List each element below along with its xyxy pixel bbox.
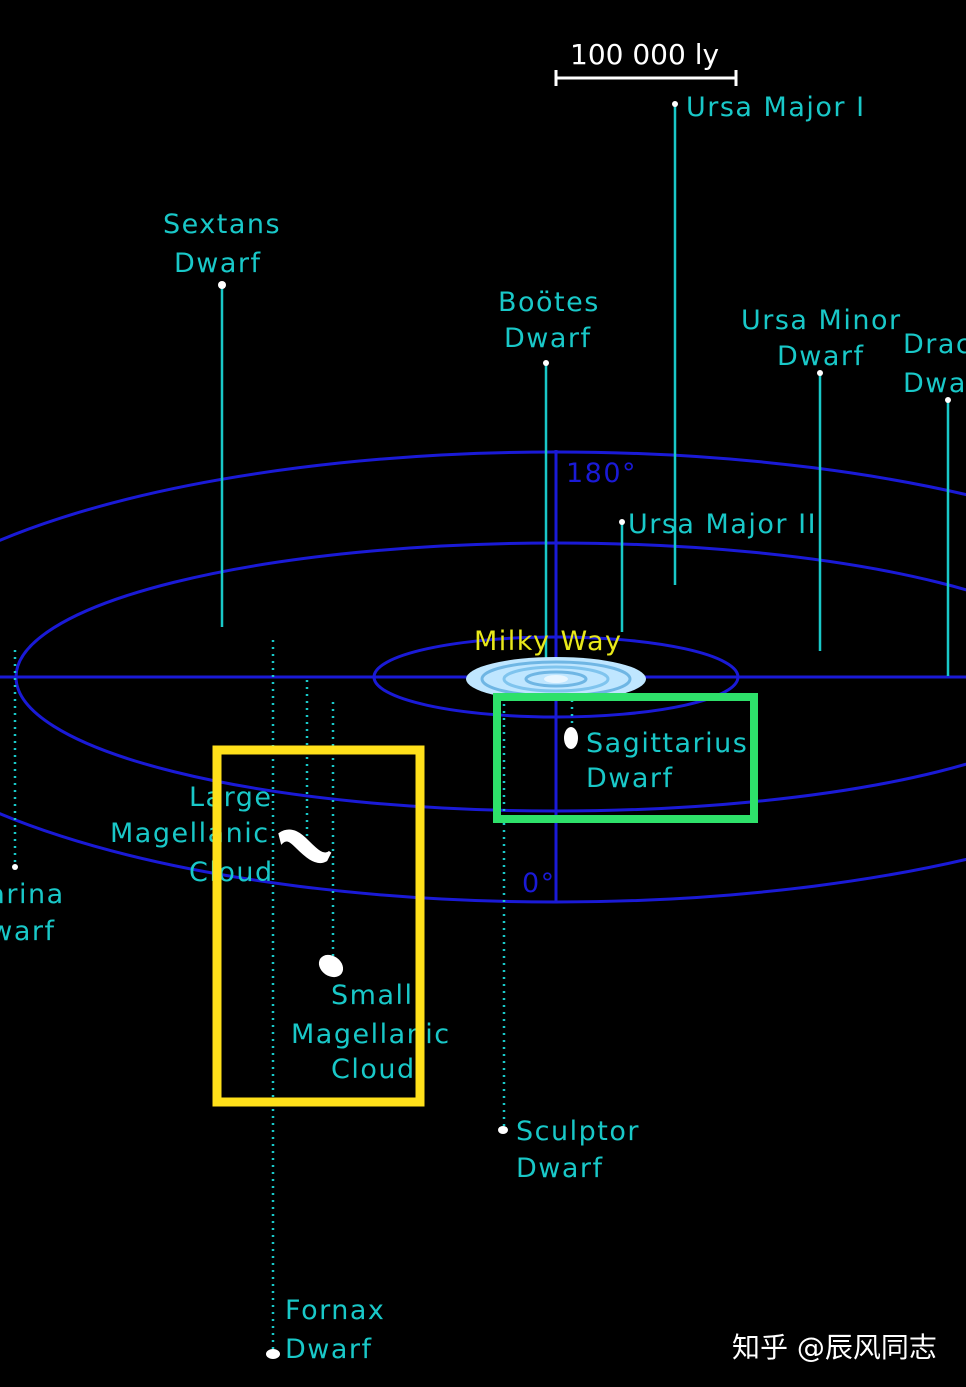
sculptor-label-line2: Dwarf: [516, 1153, 604, 1184]
sextans-marker: [218, 281, 226, 289]
lmc-label-line1: Large: [189, 782, 272, 813]
fornax-label-line2: Dwarf: [285, 1334, 373, 1365]
ursa-minor-label-line1: Ursa Minor: [741, 305, 902, 336]
sculptor-marker: [498, 1126, 508, 1134]
milky-way-disc: [466, 657, 646, 701]
lmc-label-line2: Magellanic: [110, 818, 270, 849]
magellanic-highlight-box: [212, 745, 425, 1107]
ursa-minor-label-line2: Dwarf: [777, 341, 865, 372]
large-magellanic-cloud-marker: [278, 829, 332, 863]
small-magellanic-cloud-marker: [318, 954, 344, 978]
angle-0-label: 0°: [522, 868, 556, 899]
smc-label-line2: Magellanic: [291, 1019, 451, 1050]
bootes-label-line1: Boötes: [498, 287, 600, 318]
carina-label-line1: Carina: [0, 879, 65, 910]
ursa-major-1-marker: [672, 101, 678, 107]
milky-way-label: Milky Way: [474, 626, 623, 657]
sextans-label-line2: Dwarf: [174, 248, 262, 279]
leader-lines-below: [13, 640, 574, 1352]
lmc-label-line3: Cloud: [189, 857, 274, 888]
draco-label-line1: Draco: [903, 329, 966, 360]
sagittarius-marker: [564, 727, 578, 749]
sagittarius-label-line1: Sagittarius: [586, 728, 748, 759]
bootes-label-line2: Dwarf: [504, 323, 592, 354]
galaxy-markers: [12, 101, 951, 1359]
draco-marker: [945, 397, 951, 403]
sagittarius-label-line2: Dwarf: [586, 763, 674, 794]
ursa-minor-marker: [817, 370, 823, 376]
ursa-major-1-label: Ursa Major I: [686, 92, 866, 123]
fornax-label-line1: Fornax: [285, 1295, 385, 1326]
scale-bar: 100 000 ly: [554, 38, 738, 86]
angle-180-label: 180°: [566, 458, 637, 489]
draco-label-line2: Dwarf: [903, 368, 966, 399]
ursa-major-2-marker: [619, 519, 625, 525]
sextans-label-line1: Sextans: [163, 209, 281, 240]
fornax-marker: [266, 1349, 280, 1359]
sagittarius-highlight-box: [493, 693, 758, 823]
smc-label-line1: Small: [331, 980, 414, 1011]
watermark: 知乎 @辰风同志: [732, 1331, 937, 1364]
carina-marker: [12, 864, 18, 870]
bootes-marker: [543, 360, 549, 366]
leader-lines-above: [220, 104, 950, 676]
sculptor-label-line1: Sculptor: [516, 1116, 640, 1147]
ursa-major-2-label: Ursa Major II: [628, 509, 817, 540]
carina-label-line2: Dwarf: [0, 916, 56, 947]
smc-label-line3: Cloud: [331, 1054, 416, 1085]
scale-bar-label: 100 000 ly: [570, 38, 719, 71]
